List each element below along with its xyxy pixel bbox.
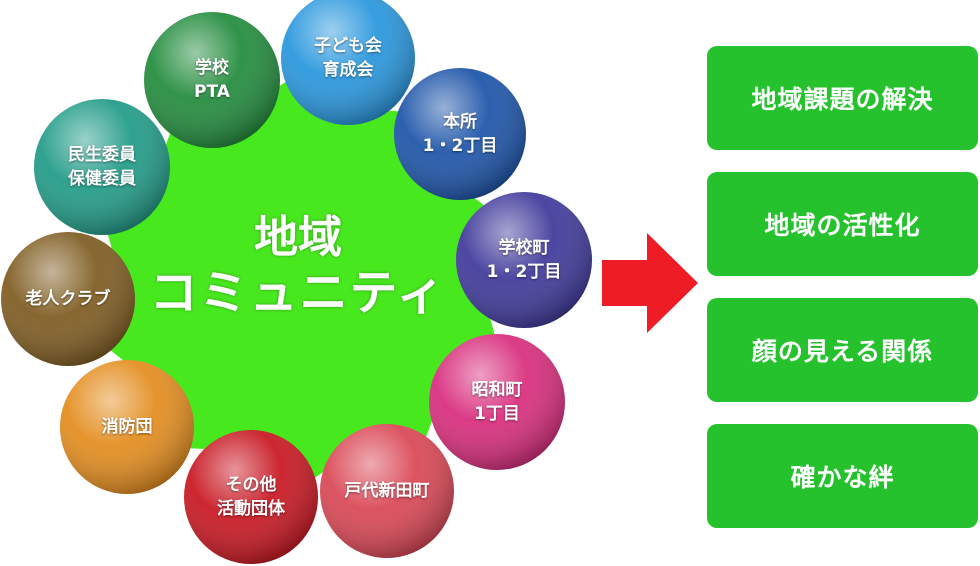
group-label: 保健委員	[68, 169, 136, 189]
group-ball-showamachi: 昭和町 1丁目	[429, 334, 565, 470]
outcome-label: 地域の活性化	[764, 211, 921, 240]
group-label: 育成会	[322, 60, 374, 80]
group-ball-highlight	[320, 424, 454, 558]
outcome-label: 確かな絆	[790, 463, 895, 492]
outcome-box: 地域課題の解決	[707, 46, 978, 150]
group-label: 1・2丁目	[486, 262, 562, 282]
group-ball-senior-club: 老人クラブ	[1, 232, 135, 366]
group-ball-welfare-commissioners: 民生委員 保健委員	[34, 99, 170, 235]
group-label: 民生委員	[68, 145, 136, 165]
group-ball-kodomokai: 子ども会 育成会	[281, 0, 415, 125]
group-label: 戸代新田町	[344, 481, 430, 501]
group-label: 活動団体	[217, 499, 285, 519]
group-label: 1丁目	[474, 404, 520, 424]
group-ball-highlight	[1, 232, 135, 366]
group-ball-highlight	[456, 192, 592, 328]
group-label: その他	[225, 475, 277, 495]
outcome-box: 顔の見える関係	[707, 298, 978, 402]
group-label: 1・2丁目	[422, 136, 498, 156]
group-label: 昭和町	[471, 380, 523, 400]
group-ball-highlight	[281, 0, 415, 125]
outcome-box: 確かな絆	[707, 424, 978, 528]
group-ball-highlight	[144, 12, 280, 148]
outcome-label: 顔の見える関係	[751, 337, 934, 366]
group-ball-highlight	[60, 360, 194, 494]
group-ball-highlight	[394, 68, 526, 200]
outcome-label: 地域課題の解決	[751, 85, 934, 114]
community-gear-shape	[1, 0, 592, 564]
group-ball-fire-brigade: 消防団	[60, 360, 194, 494]
group-label: 子ども会	[314, 36, 382, 56]
group-label: 本所	[443, 112, 477, 132]
group-label: 消防団	[101, 417, 153, 437]
group-ball-honjo: 本所 1・2丁目	[394, 68, 526, 200]
group-ball-gakkomachi: 学校町 1・2丁目	[456, 192, 592, 328]
group-ball-highlight	[34, 99, 170, 235]
group-ball-school-pta: 学校 PTA	[144, 12, 280, 148]
group-label: 老人クラブ	[25, 289, 111, 309]
group-label: 学校	[195, 58, 229, 78]
group-ball-highlight	[184, 430, 318, 564]
right-arrow-icon	[602, 233, 698, 333]
group-ball-highlight	[429, 334, 565, 470]
center-title-line2: コミュニティ	[149, 265, 447, 321]
group-label: PTA	[194, 82, 230, 102]
group-ball-other-groups: その他 活動団体	[184, 430, 318, 564]
group-label: 学校町	[498, 238, 550, 258]
center-title-line1: 地域	[254, 212, 342, 263]
outcome-box: 地域の活性化	[707, 172, 978, 276]
group-ball-toshiro-shindenmachi: 戸代新田町	[320, 424, 454, 558]
center-label: 地域 コミュニティ	[138, 212, 458, 322]
